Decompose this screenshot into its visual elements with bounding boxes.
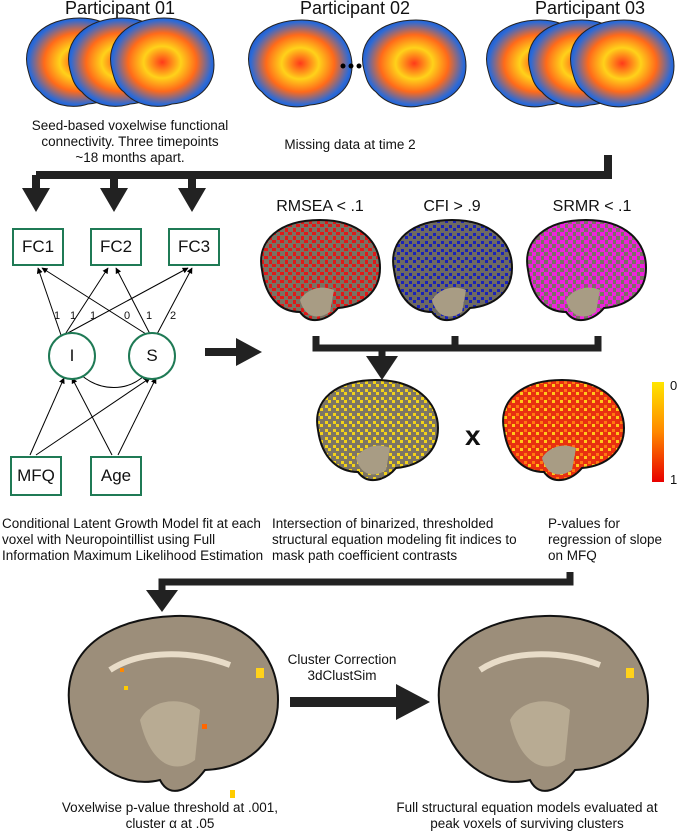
loading-5: 1 — [146, 310, 153, 322]
top-arrowheads — [22, 188, 206, 212]
loading-6: 2 — [170, 310, 177, 322]
fit-brain-srmr — [526, 218, 648, 322]
intersection-caption: Intersection of binarized, thresholded s… — [272, 516, 517, 563]
fit-bracket-arrowhead — [366, 356, 398, 380]
mask-brain — [316, 378, 440, 482]
top-bracket — [32, 155, 612, 190]
colorbar-top-label: 0 — [670, 378, 678, 393]
participant-02-brains — [248, 19, 467, 108]
pvalues-caption: P-values for regression of slope on MFQ — [548, 516, 663, 563]
result-brain-right — [437, 614, 650, 792]
colorbar — [652, 382, 664, 482]
fit-bracket — [312, 336, 602, 360]
loading-2: 1 — [70, 310, 77, 322]
seed-caption: Seed-based voxelwise functional connecti… — [31, 118, 229, 165]
fit-brain-cfi — [392, 218, 514, 322]
lgm-caption: Conditional Latent Growth Model fit at e… — [2, 516, 264, 563]
fc1-box: FC1 — [12, 228, 64, 266]
slope-circle: S — [128, 332, 176, 380]
loading-3: 1 — [90, 310, 97, 322]
participant-02-title: Participant 02 — [299, 0, 411, 18]
loading-4: 0 — [124, 310, 131, 322]
bottom-bracket — [158, 572, 574, 592]
participant-03-brains — [486, 19, 675, 108]
path-lines — [29, 267, 193, 456]
cfi-label: CFI > .9 — [423, 198, 481, 215]
pvalue-brain — [502, 378, 626, 482]
age-box: Age — [90, 456, 142, 496]
missing-caption: Missing data at time 2 — [284, 137, 416, 152]
full-sem-caption: Full structural equation models evaluate… — [396, 800, 658, 831]
fc2-box: FC2 — [90, 228, 142, 266]
multiply-symbol: x — [465, 420, 481, 451]
participant-03-title: Participant 03 — [534, 0, 646, 18]
ellipsis-dots — [340, 63, 362, 69]
colorbar-bottom-label: 1 — [670, 472, 678, 487]
cluster-caption: Cluster Correction 3dClustSim — [287, 652, 397, 683]
fit-brain-rmsea — [260, 218, 382, 322]
voxelwise-caption: Voxelwise p-value threshold at .001, clu… — [61, 800, 279, 831]
loading-1: 1 — [54, 310, 61, 322]
intercept-circle: I — [48, 332, 96, 380]
bottom-arrowhead — [146, 590, 178, 612]
rmsea-label: RMSEA < .1 — [276, 198, 364, 215]
fc3-box: FC3 — [168, 228, 220, 266]
mfq-box: MFQ — [10, 456, 62, 496]
result-brain-left — [67, 614, 280, 798]
covariance-arc — [73, 368, 147, 388]
participant-01-title: Participant 01 — [64, 0, 176, 18]
participant-01-brains — [26, 17, 215, 107]
srmr-label: SRMR < .1 — [552, 198, 632, 215]
